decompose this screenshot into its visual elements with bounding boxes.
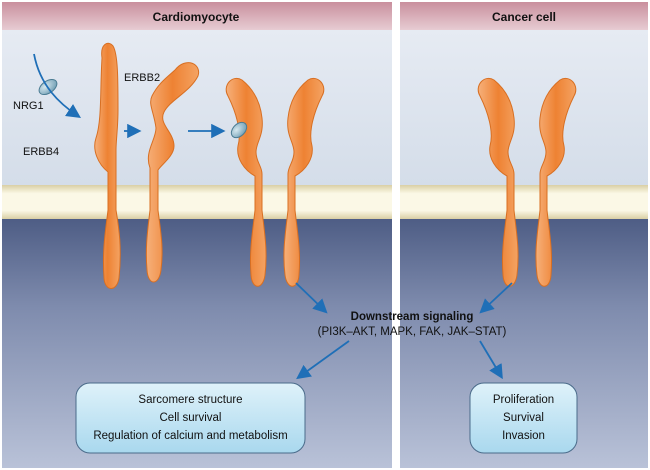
outcome-item: Proliferation: [492, 394, 555, 406]
nrg1-binding-arrow: [33, 53, 81, 118]
left-extracellular-space: [2, 30, 392, 185]
signaling-arrow-right-out: [479, 340, 503, 380]
erbb2-label: ERBB2: [124, 72, 161, 84]
outcome-item: Regulation of calcium and metabolism: [93, 430, 288, 442]
signaling-arrow-right-in: [479, 282, 513, 314]
outcome-item: Survival: [503, 412, 544, 424]
outcome-item: Invasion: [502, 430, 545, 442]
signaling-arrow-left-in: [295, 282, 328, 314]
erbb4-label: ERBB4: [23, 146, 60, 158]
outcome-item: Sarcomere structure: [138, 394, 243, 406]
downstream-signaling-pathways: (PI3K–AKT, MAPK, FAK, JAK–STAT): [317, 326, 507, 338]
arrows: [33, 53, 513, 380]
downstream-signaling-title: Downstream signaling: [350, 311, 474, 323]
outcome-item: Cell survival: [159, 412, 222, 424]
cancer-cell-title: Cancer cell: [491, 10, 557, 24]
panel-divider: [392, 0, 400, 470]
erbb2-receptor-icon: [145, 62, 200, 283]
nrg1-bound-ligand-icon: [230, 121, 248, 139]
right-cell-membrane: [400, 185, 648, 219]
right-extracellular-top: [400, 2, 648, 30]
cancer-outcomes: Proliferation Survival Invasion: [470, 391, 577, 445]
right-extracellular-space: [400, 30, 648, 185]
nrg1-label: NRG1: [13, 100, 44, 112]
left-cell-membrane: [2, 185, 392, 219]
left-extracellular-top: [2, 2, 392, 30]
signaling-arrow-left-out: [296, 340, 350, 380]
receptor-dimer-cancer-icon: [477, 78, 577, 287]
cardiomyocyte-title: Cardiomyocyte: [152, 10, 240, 24]
cardiomyocyte-outcomes: Sarcomere structure Cell survival Regula…: [76, 391, 305, 445]
cancer-outcome-box: [469, 382, 578, 454]
cardiomyocyte-outcome-box: [75, 382, 306, 454]
receptor-dimer-cardiomyocyte-icon: [225, 78, 325, 287]
erbb4-receptor-icon: [94, 42, 121, 289]
